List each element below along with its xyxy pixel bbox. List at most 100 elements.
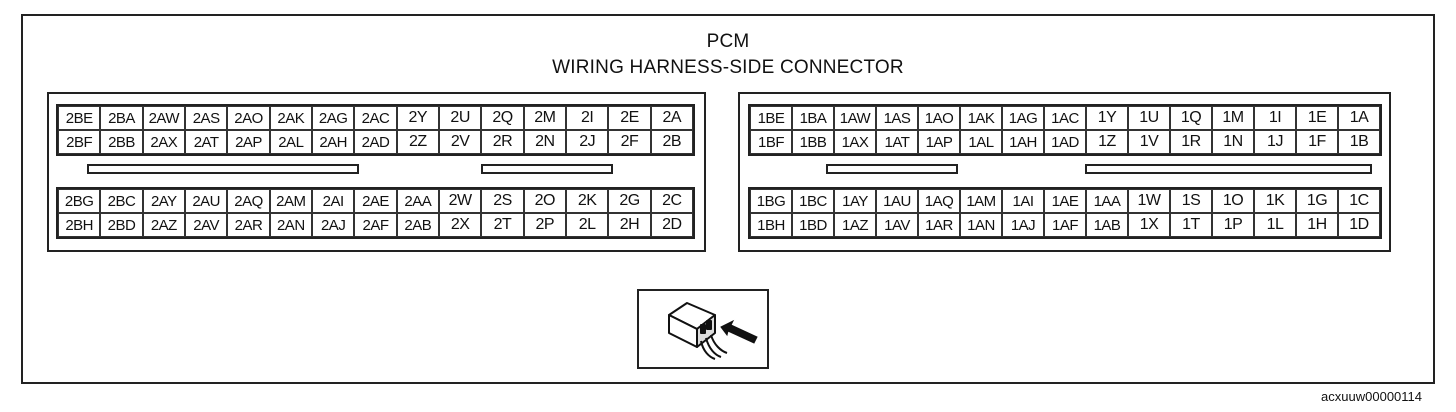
- pin-2av: 2AV: [184, 213, 228, 237]
- pin-2k: 2K: [565, 189, 609, 213]
- image-code: acxuuw00000114: [1321, 389, 1422, 404]
- connector-harness-side-view-icon: [668, 302, 758, 360]
- pin-1am: 1AM: [960, 189, 1002, 213]
- pin-1ax: 1AX: [834, 130, 876, 154]
- pin-1a: 1A: [1338, 106, 1380, 130]
- pin-2v: 2V: [438, 130, 482, 154]
- pin-2at: 2AT: [184, 130, 228, 154]
- pin-2b: 2B: [650, 130, 693, 154]
- pin-2r: 2R: [481, 130, 524, 154]
- pin-2al: 2AL: [269, 130, 312, 154]
- pin-1f: 1F: [1296, 130, 1338, 154]
- pin-2ag: 2AG: [311, 106, 355, 130]
- pin-2ap: 2AP: [227, 130, 270, 154]
- pin-2z: 2Z: [396, 130, 439, 154]
- pin-1p: 1P: [1212, 213, 1254, 237]
- title-connector: WIRING HARNESS-SIDE CONNECTOR: [552, 57, 904, 78]
- pin-2q: 2Q: [481, 106, 524, 130]
- pin-2o: 2O: [523, 189, 566, 213]
- pin-1ad: 1AD: [1044, 130, 1086, 154]
- pin-2aa: 2AA: [396, 189, 439, 213]
- pin-2az: 2AZ: [142, 213, 185, 237]
- pin-1b: 1B: [1338, 130, 1380, 154]
- pin-1at: 1AT: [876, 130, 918, 154]
- pin-2e: 2E: [608, 106, 651, 130]
- pin-1bc: 1BC: [792, 189, 834, 213]
- pin-2ba: 2BA: [100, 106, 143, 130]
- pin-1ay: 1AY: [834, 189, 876, 213]
- pin-1n: 1N: [1212, 130, 1254, 154]
- pin-2ak: 2AK: [269, 106, 312, 130]
- pin-1ak: 1AK: [960, 106, 1002, 130]
- pin-1bb: 1BB: [792, 130, 834, 154]
- connector-1-key-slot-left: [826, 164, 958, 174]
- pin-1be: 1BE: [750, 106, 792, 130]
- pin-2ar: 2AR: [227, 213, 270, 237]
- pin-2as: 2AS: [184, 106, 228, 130]
- pin-1ac: 1AC: [1044, 106, 1086, 130]
- pin-1ba: 1BA: [792, 106, 834, 130]
- pin-2aj: 2AJ: [311, 213, 355, 237]
- pin-2a: 2A: [650, 106, 693, 130]
- pin-1ar: 1AR: [918, 213, 960, 237]
- pin-1bd: 1BD: [792, 213, 834, 237]
- pin-2w: 2W: [438, 189, 482, 213]
- pin-1r: 1R: [1170, 130, 1212, 154]
- pin-1bf: 1BF: [750, 130, 792, 154]
- pin-2y: 2Y: [396, 106, 439, 130]
- pin-1y: 1Y: [1086, 106, 1128, 130]
- pin-2s: 2S: [481, 189, 524, 213]
- pin-1l: 1L: [1254, 213, 1296, 237]
- pin-2bc: 2BC: [100, 189, 143, 213]
- pin-2ax: 2AX: [142, 130, 185, 154]
- pin-1bh: 1BH: [750, 213, 792, 237]
- pin-2m: 2M: [523, 106, 566, 130]
- pin-2d: 2D: [650, 213, 693, 237]
- pin-1aa: 1AA: [1086, 189, 1128, 213]
- pin-2ab: 2AB: [396, 213, 439, 237]
- pin-1al: 1AL: [960, 130, 1002, 154]
- pin-2am: 2AM: [269, 189, 312, 213]
- pin-2j: 2J: [565, 130, 609, 154]
- pin-1m: 1M: [1212, 106, 1254, 130]
- pin-2ae: 2AE: [354, 189, 397, 213]
- pin-2af: 2AF: [354, 213, 397, 237]
- pin-1z: 1Z: [1086, 130, 1128, 154]
- connector-2-key-slot-left: [87, 164, 359, 174]
- pin-1j: 1J: [1254, 130, 1296, 154]
- pin-2u: 2U: [438, 106, 482, 130]
- pin-1d: 1D: [1338, 213, 1380, 237]
- pin-1ae: 1AE: [1044, 189, 1086, 213]
- pin-1aj: 1AJ: [1002, 213, 1044, 237]
- pin-1aq: 1AQ: [918, 189, 960, 213]
- pin-2ao: 2AO: [227, 106, 270, 130]
- pin-1s: 1S: [1170, 189, 1212, 213]
- pin-1i: 1I: [1254, 106, 1296, 130]
- pin-1o: 1O: [1212, 189, 1254, 213]
- pin-2bf: 2BF: [58, 130, 101, 154]
- pin-2ac: 2AC: [354, 106, 397, 130]
- pin-1u: 1U: [1128, 106, 1170, 130]
- pin-2t: 2T: [481, 213, 524, 237]
- pin-2n: 2N: [523, 130, 566, 154]
- pin-1aw: 1AW: [834, 106, 876, 130]
- pin-1au: 1AU: [876, 189, 918, 213]
- pin-2c: 2C: [650, 189, 693, 213]
- connector-1-key-slot-right: [1085, 164, 1372, 174]
- pin-1an: 1AN: [960, 213, 1002, 237]
- pin-2bb: 2BB: [100, 130, 143, 154]
- pin-1ao: 1AO: [918, 106, 960, 130]
- pin-2i: 2I: [565, 106, 609, 130]
- pin-2h: 2H: [608, 213, 651, 237]
- pin-1q: 1Q: [1170, 106, 1212, 130]
- pin-2aw: 2AW: [142, 106, 185, 130]
- pin-1av: 1AV: [876, 213, 918, 237]
- pin-1ab: 1AB: [1086, 213, 1128, 237]
- title-pcm: PCM: [706, 31, 750, 52]
- pin-2ad: 2AD: [354, 130, 397, 154]
- pin-2ah: 2AH: [311, 130, 355, 154]
- pin-2g: 2G: [608, 189, 651, 213]
